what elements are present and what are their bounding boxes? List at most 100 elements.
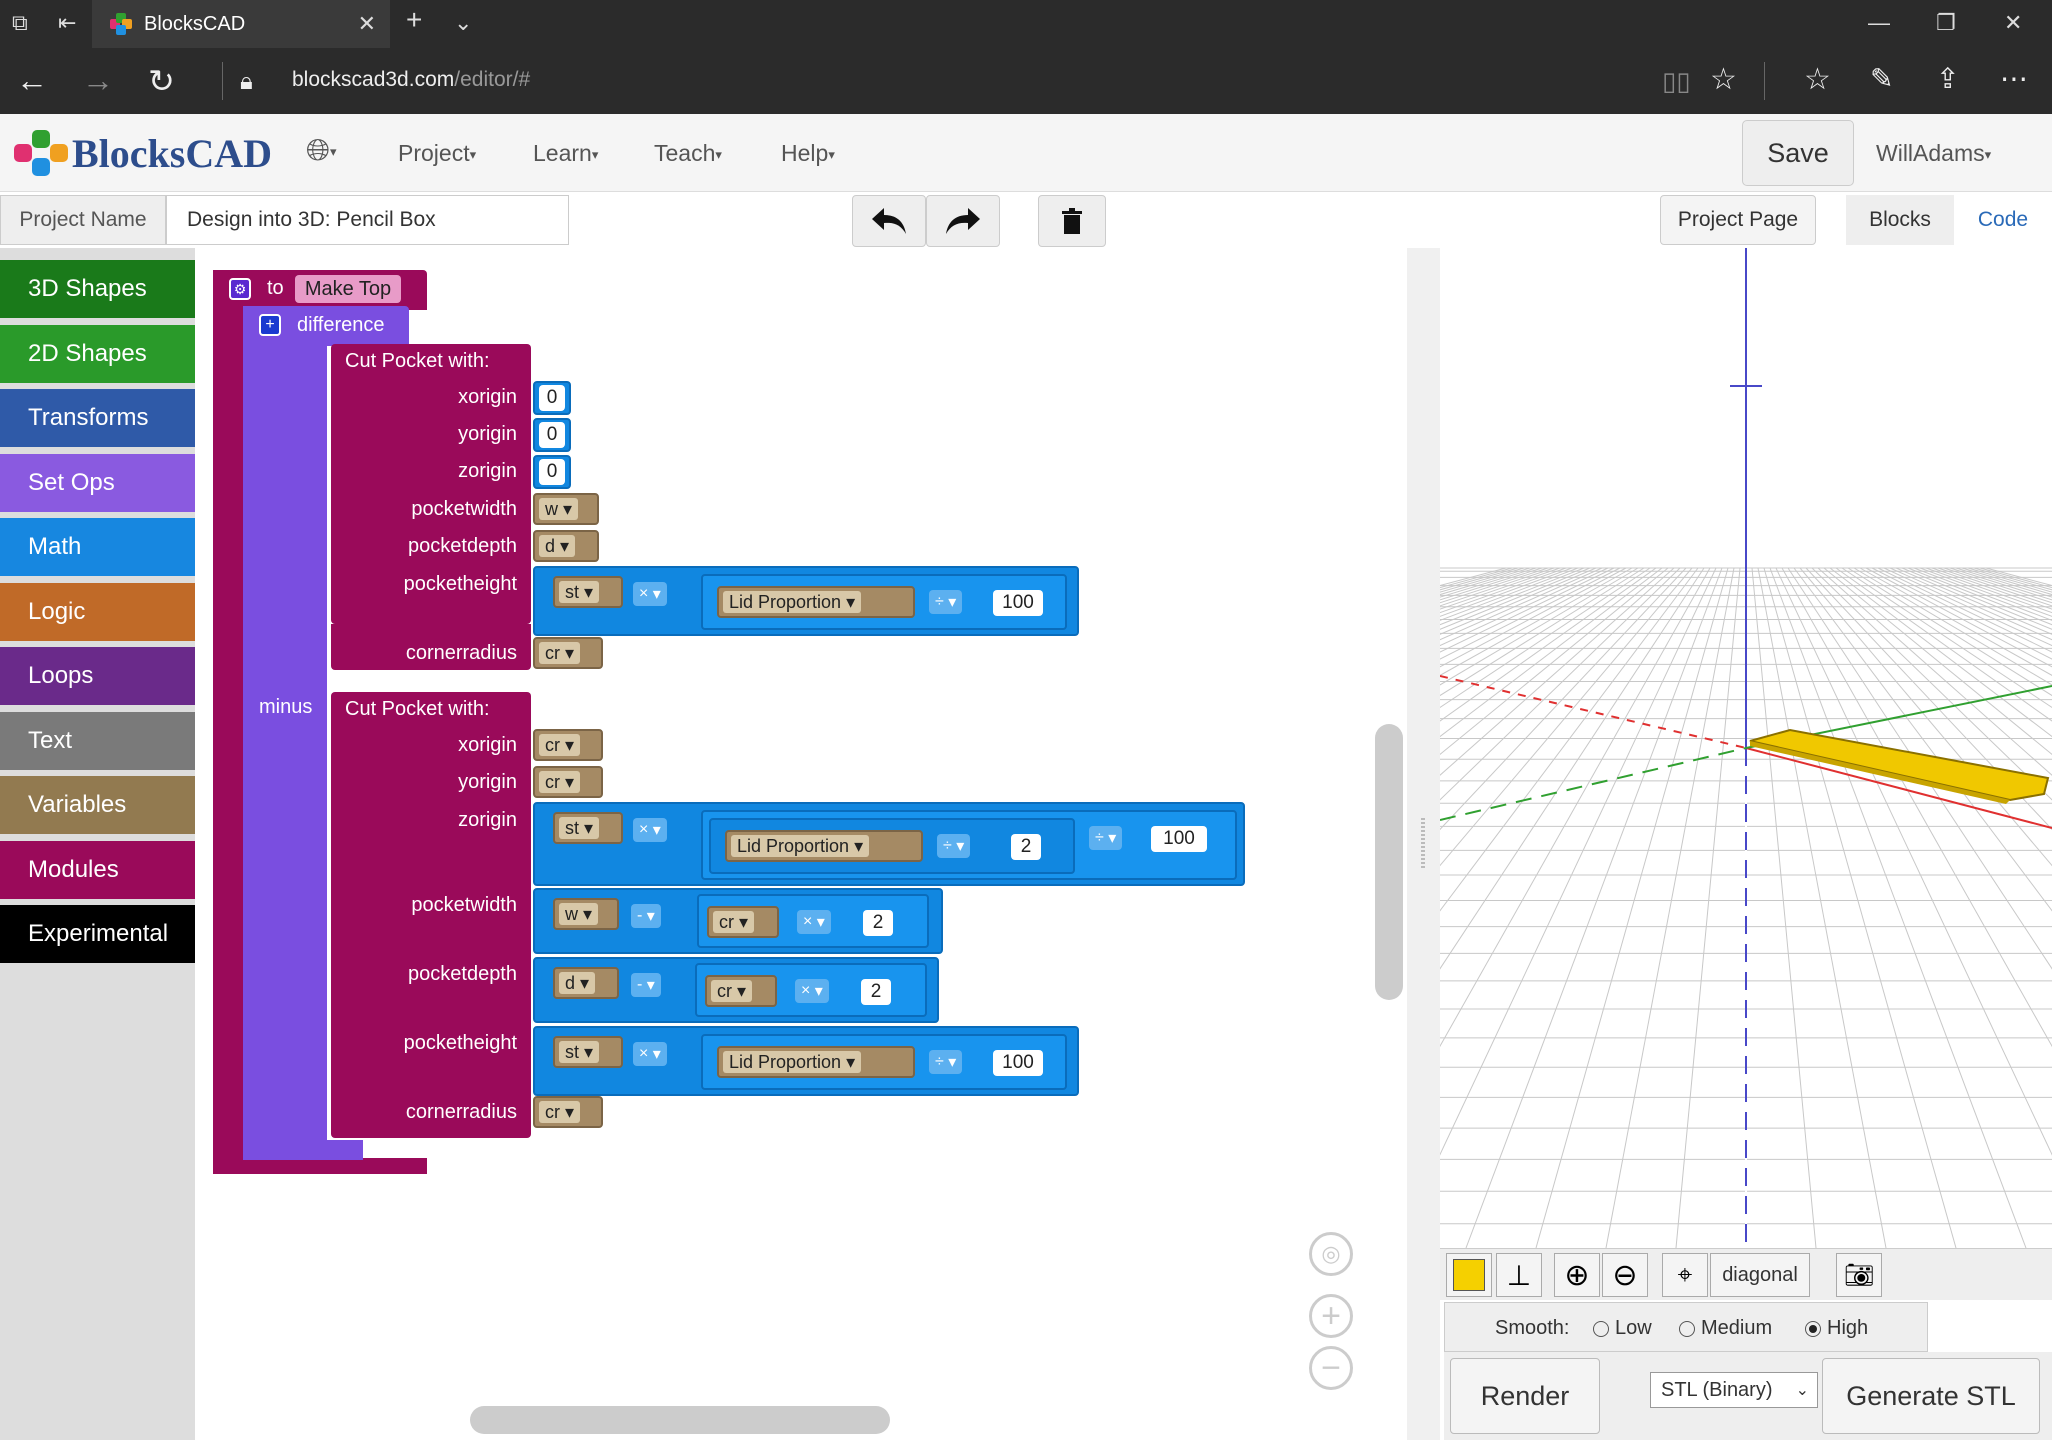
minimize-icon[interactable]: — bbox=[1868, 10, 1890, 35]
module-gear-icon[interactable]: ⚙ bbox=[229, 278, 251, 300]
pane-divider[interactable] bbox=[1407, 248, 1440, 1440]
tab-blocks[interactable]: Blocks bbox=[1846, 195, 1954, 245]
cp2-ph-divisor-value[interactable]: 100 bbox=[993, 1050, 1043, 1076]
favorites-hub-icon[interactable]: ☆ bbox=[1804, 63, 1831, 96]
smooth-medium-radio[interactable] bbox=[1679, 1320, 1695, 1337]
url-field[interactable]: blockscad3d.com/editor/# bbox=[292, 68, 530, 92]
cp2-w-minus-operator[interactable]: - ▾ bbox=[631, 904, 661, 928]
cp2-ph-st-field[interactable]: st ▾ bbox=[559, 1041, 600, 1063]
color-picker-button[interactable] bbox=[1446, 1253, 1492, 1297]
workspace-horizontal-scrollbar[interactable] bbox=[470, 1406, 890, 1434]
cp1-cornerradius-variable[interactable]: cr ▾ bbox=[533, 637, 603, 669]
web-note-icon[interactable]: ✎ bbox=[1870, 63, 1894, 94]
axes-toggle-button[interactable]: ⊥ bbox=[1496, 1253, 1542, 1297]
cp1-pocketheight-multiply-block[interactable]: st ▾ × ▾ Lid Proportion ▾ ÷ ▾ 100 bbox=[533, 566, 1079, 636]
cp2-z-inner-divide-operator[interactable]: ÷ ▾ bbox=[937, 834, 971, 858]
window-close-icon[interactable]: ✕ bbox=[2004, 10, 2023, 35]
toolbox-category-3d-shapes[interactable]: 3D Shapes bbox=[0, 260, 195, 318]
viewer-zoom-out-button[interactable]: ⊖ bbox=[1602, 1253, 1648, 1297]
cp2-xorigin-field[interactable]: cr ▾ bbox=[539, 734, 581, 756]
blocks-workspace[interactable]: ⚙ to Make Top + difference minus Cut Poc… bbox=[195, 248, 1407, 1440]
forward-icon[interactable]: → bbox=[82, 62, 114, 98]
cp2-yorigin-variable[interactable]: cr ▾ bbox=[533, 766, 603, 798]
viewer-recenter-button[interactable]: ⌖ bbox=[1662, 1253, 1708, 1297]
cp1-st-field[interactable]: st ▾ bbox=[559, 581, 600, 603]
toolbox-category-experimental[interactable]: Experimental bbox=[0, 905, 195, 963]
cp2-z-outer-divide-block[interactable]: Lid Proportion ▾ ÷ ▾ 2 ÷ ▾ 100 bbox=[701, 810, 1237, 880]
cp1-divide-block[interactable]: Lid Proportion ▾ ÷ ▾ 100 bbox=[701, 574, 1067, 630]
cp2-cr-field[interactable]: cr ▾ bbox=[539, 1101, 581, 1123]
cp2-z-st-field[interactable]: st ▾ bbox=[559, 817, 600, 839]
cp1-xorigin-value[interactable]: 0 bbox=[539, 385, 565, 411]
cp2-z-two-value[interactable]: 2 bbox=[1011, 834, 1041, 860]
recenter-target-icon[interactable]: ◎ bbox=[1309, 1232, 1353, 1276]
cp1-divide-operator[interactable]: ÷ ▾ bbox=[929, 590, 963, 614]
toolbox-category-set-ops[interactable]: Set Ops bbox=[0, 453, 195, 512]
cp2-w-cr-variable[interactable]: cr ▾ bbox=[707, 906, 779, 938]
cp1-multiply-operator[interactable]: × ▾ bbox=[633, 582, 667, 606]
cp2-d-cr-field[interactable]: cr ▾ bbox=[711, 980, 753, 1002]
toolbox-category-math[interactable]: Math bbox=[0, 518, 195, 576]
cp2-w-cr-field[interactable]: cr ▾ bbox=[713, 911, 755, 933]
cp2-d-two-value[interactable]: 2 bbox=[861, 979, 891, 1005]
set-aside-tabs-icon[interactable]: ⇤ bbox=[58, 10, 77, 35]
project-name-input[interactable]: Design into 3D: Pencil Box bbox=[166, 195, 569, 245]
cp2-w-multiply-operator[interactable]: × ▾ bbox=[797, 910, 831, 934]
smooth-high-radio[interactable] bbox=[1805, 1320, 1821, 1337]
refresh-icon[interactable]: ↻ bbox=[148, 63, 175, 99]
cp1-st-variable[interactable]: st ▾ bbox=[553, 576, 623, 608]
render-viewport[interactable] bbox=[1440, 248, 2052, 1248]
cp2-w-field[interactable]: w ▾ bbox=[559, 903, 599, 925]
smooth-high-option[interactable]: High bbox=[1805, 1317, 1868, 1340]
cp2-ph-st-variable[interactable]: st ▾ bbox=[553, 1036, 623, 1068]
cp1-yorigin-value[interactable]: 0 bbox=[539, 422, 565, 448]
cp2-pocketwidth-minus-block[interactable]: w ▾ - ▾ cr ▾ × ▾ 2 bbox=[533, 888, 943, 954]
menu-project[interactable]: Project▾ bbox=[398, 140, 477, 166]
cp2-w-two-value[interactable]: 2 bbox=[863, 910, 893, 936]
cp2-z-lid-field[interactable]: Lid Proportion ▾ bbox=[731, 835, 870, 857]
cp1-zorigin-value[interactable]: 0 bbox=[539, 459, 565, 485]
more-icon[interactable]: ⋯ bbox=[2000, 63, 2028, 94]
tab-list-chevron-icon[interactable]: ⌄ bbox=[454, 10, 473, 35]
tab-manager-icon[interactable]: ⧉ bbox=[12, 10, 28, 35]
cp1-pocketdepth-var-field[interactable]: d ▾ bbox=[539, 535, 576, 557]
divider-grip-icon[interactable] bbox=[1421, 818, 1425, 868]
save-button[interactable]: Save bbox=[1742, 120, 1854, 186]
language-globe-icon[interactable]: 🌐︎▾ bbox=[306, 134, 337, 167]
cp2-ph-lid-field[interactable]: Lid Proportion ▾ bbox=[723, 1051, 862, 1073]
cut-pocket-block-1[interactable] bbox=[331, 344, 531, 624]
cp1-lid-field[interactable]: Lid Proportion ▾ bbox=[723, 591, 862, 613]
redo-button[interactable] bbox=[926, 195, 1000, 247]
menu-help[interactable]: Help▾ bbox=[781, 140, 835, 166]
module-name-field[interactable]: Make Top bbox=[295, 275, 401, 303]
cp1-xorigin-number-block[interactable]: 0 bbox=[533, 381, 571, 415]
toolbox-category-transforms[interactable]: Transforms bbox=[0, 389, 195, 447]
cp2-d-minus-operator[interactable]: - ▾ bbox=[631, 973, 661, 997]
cp2-pocketdepth-minus-block[interactable]: d ▾ - ▾ cr ▾ × ▾ 2 bbox=[533, 957, 939, 1023]
workspace-vertical-scrollbar[interactable] bbox=[1375, 724, 1403, 1000]
menu-teach[interactable]: Teach▾ bbox=[654, 140, 722, 166]
cp2-z-multiply-operator[interactable]: × ▾ bbox=[633, 818, 667, 842]
cp2-cornerradius-variable[interactable]: cr ▾ bbox=[533, 1096, 603, 1128]
reading-view-icon[interactable]: ▯▯ bbox=[1662, 66, 1691, 96]
share-icon[interactable]: ⇪ bbox=[1936, 63, 1960, 94]
cp2-d-multiply-operator[interactable]: × ▾ bbox=[795, 979, 829, 1003]
cp2-d-variable[interactable]: d ▾ bbox=[553, 967, 619, 999]
user-menu[interactable]: WillAdams▾ bbox=[1876, 140, 1992, 166]
tab-code[interactable]: Code bbox=[1977, 208, 2029, 231]
cp1-pocketwidth-var-field[interactable]: w ▾ bbox=[539, 498, 579, 520]
toolbox-category-modules[interactable]: Modules bbox=[0, 840, 195, 899]
menu-learn[interactable]: Learn▾ bbox=[533, 140, 599, 166]
toolbox-category-loops[interactable]: Loops bbox=[0, 647, 195, 705]
close-tab-icon[interactable]: ✕ bbox=[357, 11, 376, 36]
generate-stl-button[interactable]: Generate STL bbox=[1822, 1358, 2040, 1434]
smooth-medium-option[interactable]: Medium bbox=[1679, 1317, 1772, 1340]
cp2-z-st-variable[interactable]: st ▾ bbox=[553, 812, 623, 844]
cp2-xorigin-variable[interactable]: cr ▾ bbox=[533, 729, 603, 761]
favorite-star-icon[interactable]: ☆ bbox=[1710, 63, 1737, 96]
screenshot-button[interactable]: 📷︎ bbox=[1836, 1253, 1882, 1297]
cp2-ph-divide-operator[interactable]: ÷ ▾ bbox=[929, 1050, 963, 1074]
difference-plus-icon[interactable]: + bbox=[259, 314, 281, 336]
cp2-d-field[interactable]: d ▾ bbox=[559, 972, 596, 994]
cp1-divisor-value[interactable]: 100 bbox=[993, 590, 1043, 616]
